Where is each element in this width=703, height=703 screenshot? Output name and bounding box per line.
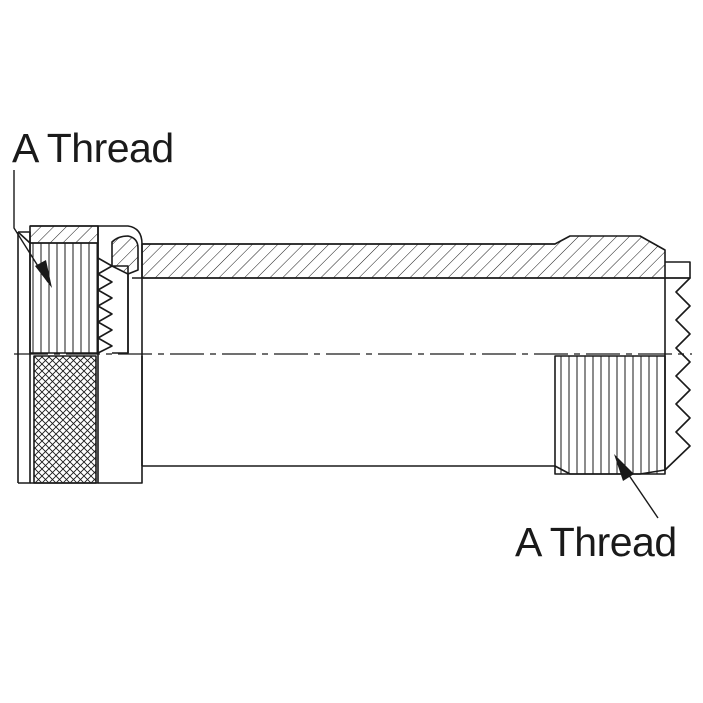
- nut-wall-section: [29, 225, 99, 244]
- nut-retainer-body: [112, 265, 129, 354]
- nut-knurl: [33, 355, 97, 484]
- nut-snap-ring: [111, 235, 139, 275]
- adapter-body: [132, 235, 691, 475]
- leader-top-arrowhead: [35, 260, 52, 288]
- leader-top-line: [13, 170, 49, 283]
- nut-inner-thread: [29, 242, 99, 354]
- callout-bottom-a-thread: A Thread: [515, 519, 677, 565]
- callout-top-a-thread: A Thread: [12, 125, 174, 171]
- leader-bottom: [614, 454, 659, 519]
- body-upper-wall-section: [141, 235, 666, 279]
- nut-chamfer: [17, 231, 31, 244]
- coupling-nut: [17, 225, 143, 484]
- nut-front-face: [18, 231, 31, 484]
- body-right-thread-profile: [664, 277, 691, 471]
- body-thread-bottom-chamfer: [554, 465, 666, 475]
- nut-retaining-teeth: [97, 257, 113, 354]
- leader-top: [13, 170, 52, 288]
- body-external-thread: [554, 355, 666, 475]
- body-end-tab: [665, 261, 691, 279]
- leader-bottom-arrowhead: [614, 454, 634, 481]
